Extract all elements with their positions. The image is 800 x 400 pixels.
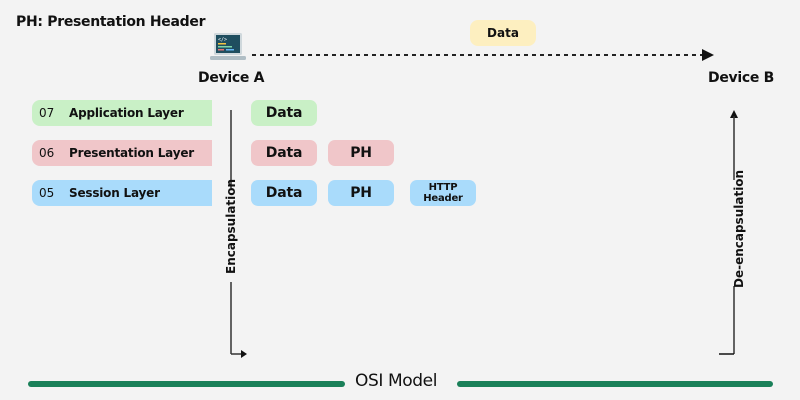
footer-title: OSI Model bbox=[355, 371, 438, 391]
layer-session: 05 Session Layer bbox=[32, 180, 212, 206]
layer-number: 05 bbox=[39, 186, 55, 200]
layer-application: 07 Application Layer bbox=[32, 100, 212, 126]
session-http-header-unit: HTTP Header bbox=[410, 180, 476, 206]
device-b-label: Device B bbox=[708, 70, 774, 86]
layer-name: Session Layer bbox=[69, 186, 160, 200]
deencapsulation-label: De-encapsulation bbox=[732, 169, 746, 288]
layer-number: 07 bbox=[39, 106, 55, 120]
layer-presentation: 06 Presentation Layer bbox=[32, 140, 212, 166]
pres-data-unit: Data bbox=[251, 140, 317, 166]
pres-ph-unit: PH bbox=[328, 140, 394, 166]
deencapsulation-arrow bbox=[719, 110, 738, 355]
session-ph-unit: PH bbox=[328, 180, 394, 206]
laptop-code-icon: </> bbox=[210, 33, 246, 60]
transfer-arrow bbox=[252, 49, 714, 61]
session-data-unit: Data bbox=[251, 180, 317, 206]
layer-name: Application Layer bbox=[69, 106, 184, 120]
app-data-unit: Data bbox=[251, 100, 317, 126]
layer-name: Presentation Layer bbox=[69, 146, 194, 160]
layer-number: 06 bbox=[39, 146, 55, 160]
encapsulation-label: Encapsulation bbox=[224, 178, 238, 274]
footer-line-left bbox=[28, 381, 345, 387]
legend-title: PH: Presentation Header bbox=[16, 14, 206, 30]
footer-line-right bbox=[457, 381, 773, 387]
transfer-data-badge: Data bbox=[470, 20, 536, 46]
device-a-label: Device A bbox=[198, 70, 265, 86]
encapsulation-arrow bbox=[230, 110, 247, 358]
svg-text:</>: </> bbox=[218, 37, 227, 43]
